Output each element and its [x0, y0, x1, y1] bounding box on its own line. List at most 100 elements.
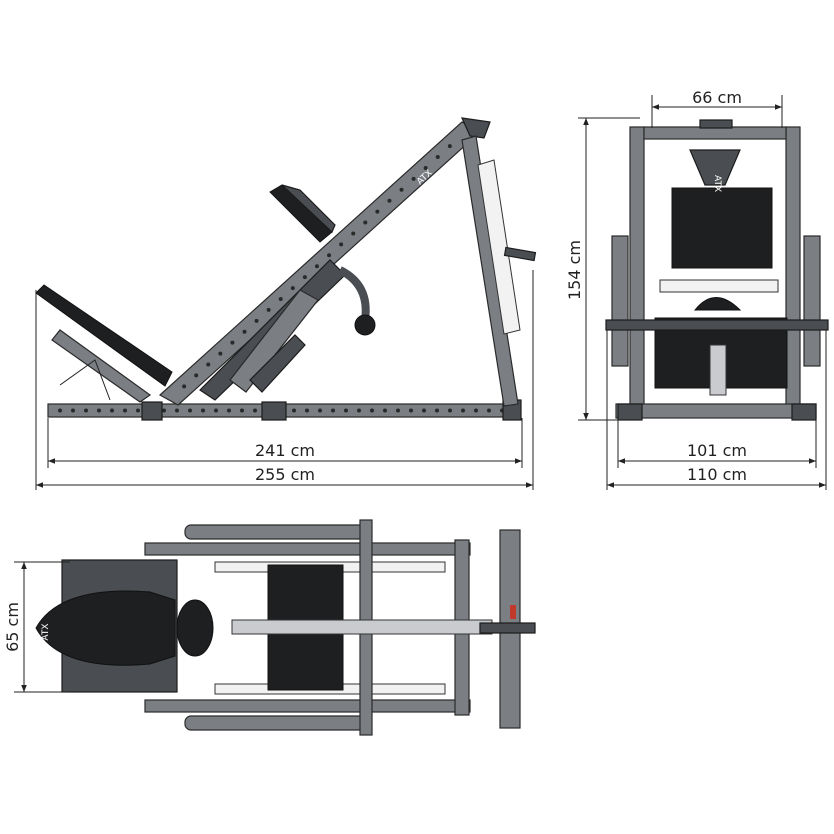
rail-hole [375, 209, 380, 214]
seat-top [693, 297, 742, 311]
dim-label-101: 101 cm [687, 441, 747, 460]
handle [338, 266, 370, 321]
center-rail [231, 619, 493, 635]
rail-hole [292, 408, 296, 413]
carriage-bar [659, 279, 779, 293]
dim-label-154: 154 cm [565, 240, 584, 300]
main-rail-holes [182, 144, 452, 389]
rail-hole [448, 408, 452, 413]
rail-hole [278, 296, 283, 301]
rail-hole [84, 408, 88, 413]
rail-hole [423, 165, 428, 170]
rail-hole [339, 242, 344, 247]
rail-hole [363, 220, 368, 225]
seat-support [59, 359, 111, 401]
rail-hole [266, 307, 271, 312]
front-dimensions: 66 cm 154 cm 101 cm 110 cm [565, 88, 827, 490]
rail-hole [254, 318, 259, 323]
seat-frame [51, 329, 152, 403]
base-foot [141, 401, 163, 421]
weight-horn [503, 246, 537, 262]
footplate-front [671, 187, 773, 269]
rail-hole [214, 408, 218, 413]
back-upright [461, 135, 519, 407]
rail-hole [435, 155, 440, 160]
rail-hole [318, 408, 322, 413]
rail-hole [461, 408, 465, 413]
weight-guide [477, 159, 521, 335]
rail-hole [302, 275, 307, 280]
rail-hole [411, 176, 416, 181]
rail-hole [327, 253, 332, 258]
pin-marker [510, 605, 516, 619]
rail-hole [110, 408, 114, 413]
weight-horn-top [479, 622, 536, 634]
rail-hole [314, 264, 319, 269]
top-rail-lower [144, 699, 471, 713]
rail-hole [201, 408, 205, 413]
rail-hole [136, 408, 140, 413]
center-post [709, 344, 727, 396]
rail-hole [357, 408, 361, 413]
left-horn-frame [611, 235, 629, 367]
rail-hole [175, 408, 179, 413]
left-upright [629, 126, 645, 413]
top-dimensions: 65 cm [3, 561, 70, 693]
rail-hole [435, 408, 439, 413]
rail-hole [409, 408, 413, 413]
atx-logo-top: ATX [41, 623, 51, 640]
handle-bar-lower [184, 715, 366, 731]
rail-hole [188, 408, 192, 413]
rail-hole [230, 340, 235, 345]
rail-hole [206, 362, 211, 367]
base-foot [261, 401, 287, 421]
rail-hole [447, 144, 452, 149]
rail-hole [242, 329, 247, 334]
rail-top-cap [461, 117, 491, 139]
rail-hole [162, 408, 166, 413]
weight-stop-knob [354, 314, 376, 336]
front-view: ATX [605, 119, 829, 421]
rail-hole [383, 408, 387, 413]
rail-hole [487, 408, 491, 413]
rail-hole [71, 408, 75, 413]
rail-hole [422, 408, 426, 413]
front-base [615, 403, 817, 419]
rail-hole [182, 384, 187, 389]
rail-hole [387, 198, 392, 203]
side-dimensions: 241 cm 255 cm [35, 270, 534, 490]
dim-label-65: 65 cm [3, 602, 22, 652]
rail-end [689, 149, 741, 186]
rail-hole [331, 408, 335, 413]
sled-arm [229, 289, 319, 393]
back-pad-top [176, 599, 214, 657]
horn-bar [605, 319, 829, 331]
dim-label-255: 255 cm [255, 465, 315, 484]
seat-pad-top [35, 590, 176, 666]
rail-hole [399, 187, 404, 192]
seat-back-pad [35, 284, 173, 387]
rail-hole [194, 373, 199, 378]
footplate-edge [281, 184, 336, 234]
rail-hole [253, 408, 257, 413]
right-horn-frame [803, 235, 821, 367]
rail-hole [305, 408, 309, 413]
rail-hole [218, 351, 223, 356]
top-crossbar [643, 126, 787, 140]
front-foot [791, 403, 817, 421]
rail-hole [123, 408, 127, 413]
rail-hole [370, 408, 374, 413]
rail-hole [474, 408, 478, 413]
rail-hole [351, 231, 356, 236]
dim-label-110: 110 cm [687, 465, 747, 484]
top-rail-upper [144, 542, 471, 556]
dim-label-66: 66 cm [692, 88, 742, 107]
rail-hole [227, 408, 231, 413]
top-handle [699, 119, 733, 129]
sled-lower [249, 334, 306, 393]
rail-hole [290, 286, 295, 291]
right-upright [785, 126, 801, 413]
atx-logo-front: ATX [712, 175, 722, 192]
